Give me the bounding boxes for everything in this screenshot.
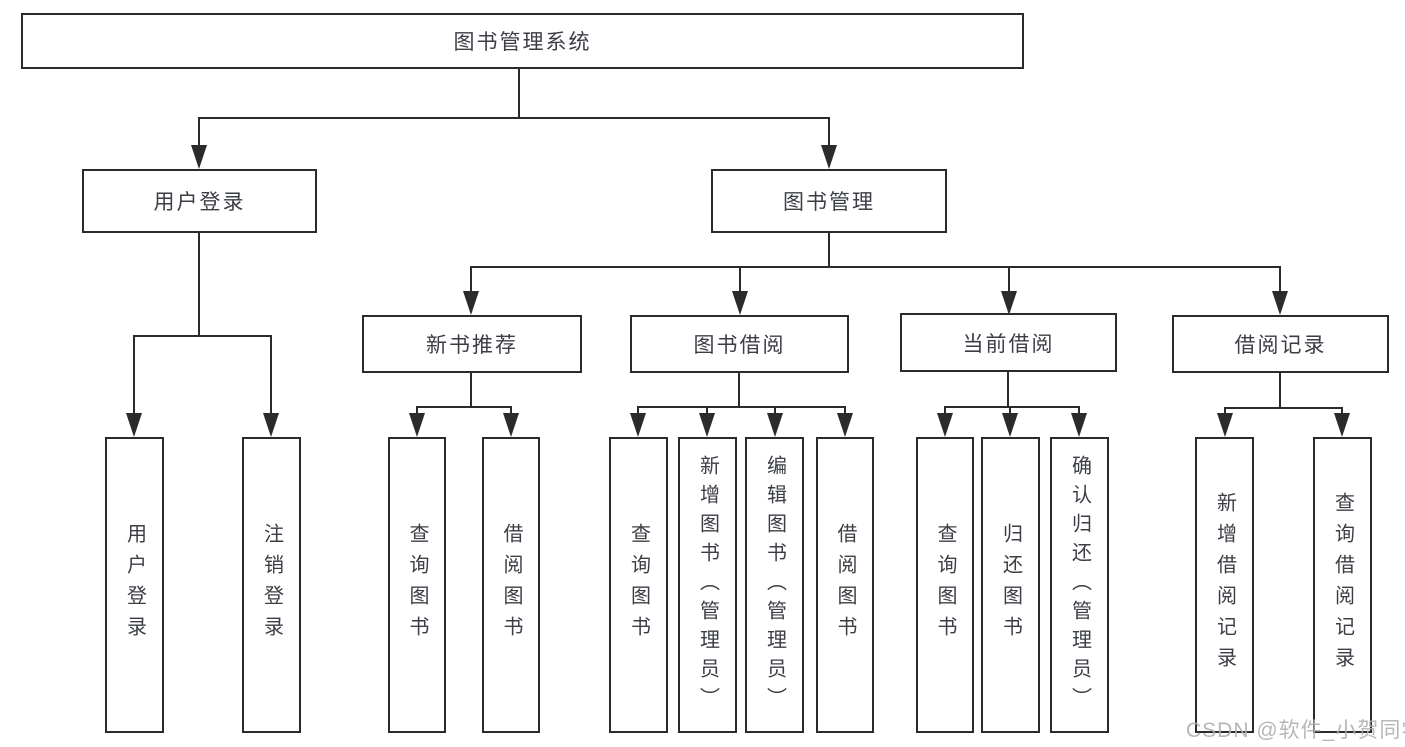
connector-new-book-vline [470,373,472,408]
leaf-query-books-borrowing-label: 查询图书 [627,523,650,647]
connector-root-hline [198,117,830,119]
node-borrowing-records: 借阅记录 [1172,315,1389,373]
arrow-head [126,413,142,437]
arrow-head [767,413,783,437]
connector-current-borrow-vline [1007,372,1009,408]
node-book-borrowing: 图书借阅 [630,315,849,373]
connector-user-login-hline [133,335,272,337]
node-new-book-recommend: 新书推荐 [362,315,582,373]
arrow-head [1217,413,1233,437]
leaf-query-books-current: 查询图书 [916,437,974,733]
leaf-add-borrow-record-label: 新增借阅记录 [1213,492,1236,678]
arrow-head [821,145,837,169]
arrow-shaft [1078,406,1080,417]
arrow-shaft [133,335,135,417]
leaf-query-borrow-record-label: 查询借阅记录 [1331,492,1354,678]
leaf-borrow-books-recommend-label: 借阅图书 [500,523,522,647]
arrow-shaft [416,406,418,417]
arrow-shaft [470,266,472,294]
leaf-query-books-current-label: 查询图书 [934,523,956,647]
leaf-logout: 注销登录 [242,437,301,733]
arrow-head [263,413,279,437]
arrow-shaft [198,117,200,147]
leaf-confirm-return-admin: 确认归还（管理员） [1050,437,1109,733]
connector-borrow-records-hline [1224,407,1343,409]
arrow-head [1334,413,1350,437]
connector-book-mgmt-hline [470,266,1281,268]
arrow-head [732,291,748,315]
arrow-head [503,413,519,437]
connector-book-borrow-vline [738,373,740,408]
arrow-head [191,145,207,169]
leaf-logout-label: 注销登录 [260,523,283,647]
leaf-add-book-admin: 新增图书（管理员） [678,437,737,733]
connector-book-borrow-hline [637,406,846,408]
arrow-shaft [1224,407,1226,417]
arrow-shaft [1279,266,1281,294]
leaf-user-login-label: 用户登录 [123,523,146,647]
arrow-head [699,413,715,437]
arrow-shaft [944,406,946,417]
node-book-borrowing-label: 图书借阅 [693,334,786,357]
leaf-query-books-recommend-label: 查询图书 [406,523,428,647]
arrow-shaft [706,406,708,417]
leaf-borrow-books-recommend: 借阅图书 [482,437,540,733]
arrow-head [937,413,953,437]
arrow-shaft [270,335,272,417]
node-user-login-label: 用户登录 [153,191,246,214]
connector-book-mgmt-vline [828,233,830,268]
node-root: 图书管理系统 [21,13,1024,69]
connector-root-vline [518,68,520,119]
node-current-borrowing: 当前借阅 [900,313,1117,372]
arrow-head [1272,291,1288,315]
leaf-edit-book-admin-label: 编辑图书（管理员） [763,454,786,716]
leaf-confirm-return-admin-label: 确认归还（管理员） [1068,454,1091,716]
arrow-head [630,413,646,437]
connector-borrow-records-vline [1279,373,1281,409]
node-book-management-label: 图书管理 [783,191,875,214]
arrow-head [463,291,479,315]
arrow-head [1002,413,1018,437]
node-root-label: 图书管理系统 [453,31,592,54]
arrow-shaft [844,406,846,417]
node-book-management: 图书管理 [711,169,947,233]
leaf-borrow-books-label: 借阅图书 [834,523,856,647]
leaf-query-borrow-record: 查询借阅记录 [1313,437,1372,733]
leaf-user-login: 用户登录 [105,437,164,733]
leaf-return-book: 归还图书 [981,437,1040,733]
leaf-edit-book-admin: 编辑图书（管理员） [745,437,804,733]
arrow-head [409,413,425,437]
arrow-head [837,413,853,437]
arrow-shaft [1341,407,1343,417]
arrow-shaft [1009,406,1011,417]
connector-user-login-vline [198,233,200,335]
arrow-shaft [828,117,830,147]
leaf-query-books-borrowing: 查询图书 [609,437,668,733]
arrow-head [1001,291,1017,315]
arrow-shaft [510,406,512,417]
connector-current-borrow-hline [944,406,1080,408]
arrow-shaft [637,406,639,417]
arrow-shaft [739,266,741,294]
connector-new-book-hline [416,406,512,408]
node-new-book-recommend-label: 新书推荐 [426,334,518,357]
arrow-head [1071,413,1087,437]
node-current-borrowing-label: 当前借阅 [962,332,1055,356]
arrow-shaft [1008,266,1010,294]
node-user-login: 用户登录 [82,169,317,233]
csdn-watermark: CSDN @软件_小贺同学 [1186,719,1405,742]
leaf-borrow-books: 借阅图书 [816,437,874,733]
leaf-query-books-recommend: 查询图书 [388,437,446,733]
leaf-add-borrow-record: 新增借阅记录 [1195,437,1254,733]
leaf-add-book-admin-label: 新增图书（管理员） [696,454,719,716]
node-borrowing-records-label: 借阅记录 [1234,334,1327,357]
arrow-shaft [774,406,776,417]
leaf-return-book-label: 归还图书 [999,523,1022,647]
